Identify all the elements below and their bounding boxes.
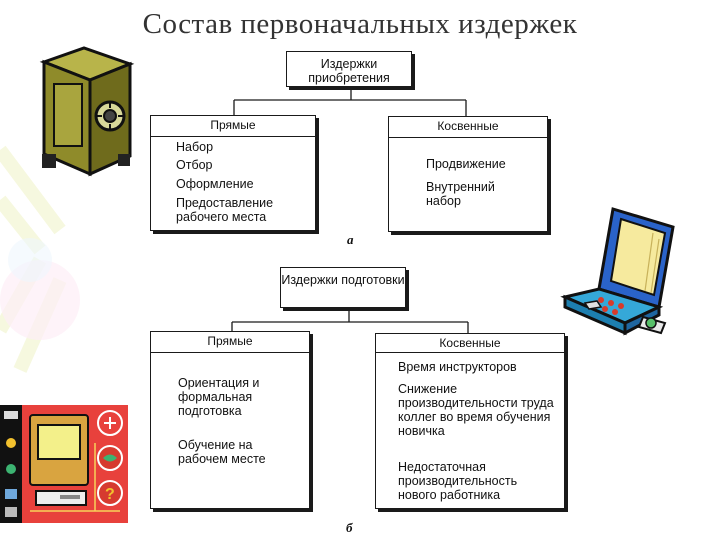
direct-b-item: Обучение на рабочем месте [178, 438, 266, 466]
acquisition-costs-label: Издержки приобретения [308, 57, 390, 85]
indirect-costs-b-box: Косвенные Время инструкторов Снижение пр… [375, 333, 565, 509]
caption-a: а [347, 232, 354, 247]
direct-costs-b-box: Прямые Ориентация и формальная подготовк… [150, 331, 310, 509]
direct-a-item: Отбор [176, 158, 213, 172]
indirect-a-item: Продвижение [426, 157, 506, 171]
direct-a-item: Оформление [176, 177, 254, 191]
indirect-costs-a-header: Косвенные [389, 117, 547, 138]
training-costs-label: Издержки подготовки [281, 273, 405, 287]
direct-costs-b-header: Прямые [151, 332, 309, 353]
indirect-b-item: Недостаточная производительность нового … [398, 460, 518, 502]
direct-costs-a-box: Прямые Набор Отбор Оформление Предоставл… [150, 115, 316, 231]
indirect-b-item: Снижение производительности труда коллег… [398, 382, 554, 438]
indirect-b-item: Время инструкторов [398, 360, 517, 374]
direct-a-item: Предоставление рабочего места [176, 196, 274, 224]
acquisition-costs-box: Издержки приобретения [286, 51, 412, 87]
svg-text:?: ? [105, 486, 115, 503]
caption-b: б [346, 520, 353, 535]
page-title: Состав первоначальных издержек [142, 8, 578, 40]
training-costs-box: Издержки подготовки [280, 267, 406, 308]
computer-toolbar-icon: ? [0, 405, 128, 523]
direct-a-item: Набор [176, 140, 214, 154]
indirect-costs-a-box: Косвенные Продвижение Внутренний набор [388, 116, 548, 232]
direct-costs-a-header: Прямые [151, 116, 315, 137]
safe-icon [39, 46, 135, 177]
direct-b-item: Ориентация и формальная подготовка [178, 376, 260, 418]
indirect-costs-b-header: Косвенные [376, 334, 564, 353]
laptop-icon [560, 207, 675, 336]
indirect-a-item: Внутренний набор [426, 180, 495, 208]
